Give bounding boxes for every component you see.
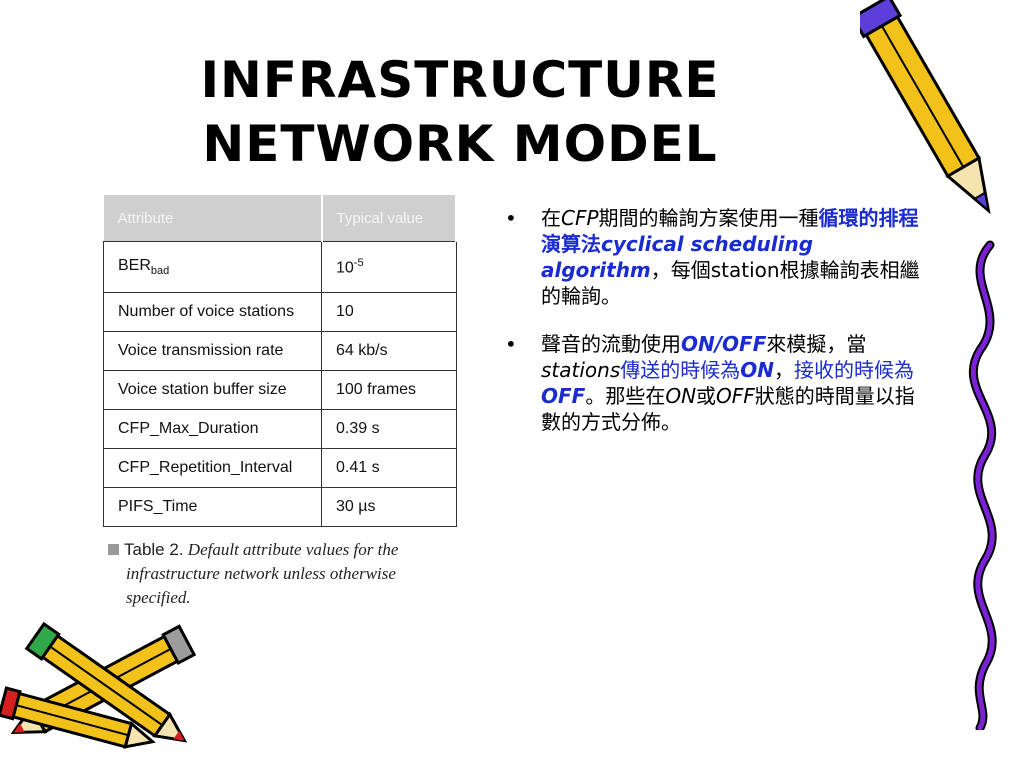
pencil-icon bbox=[860, 0, 991, 215]
bullet-dot-icon: • bbox=[505, 332, 517, 356]
title-line-2: NETWORK MODEL bbox=[202, 115, 718, 173]
table-cell-attribute: CFP_Max_Duration bbox=[103, 409, 322, 449]
table-row: Voice transmission rate 64 kb/s bbox=[103, 331, 457, 371]
caption-square-icon bbox=[108, 544, 119, 555]
caption-line-2: infrastructure network unless otherwise bbox=[126, 564, 396, 583]
table-cell-attribute: Voice transmission rate bbox=[103, 331, 322, 371]
attribute-table: Attribute Typical value BERbad 10-5 Numb… bbox=[103, 195, 457, 527]
bullet-list: • 在CFP期間的輪詢方案使用一種循環的排程演算法cyclical schedu… bbox=[505, 205, 925, 457]
table-row: CFP_Max_Duration 0.39 s bbox=[103, 409, 457, 449]
table-cell-attribute: Voice station buffer size bbox=[103, 370, 322, 410]
caption-label: Table 2. bbox=[124, 540, 184, 559]
table-row: BERbad 10-5 bbox=[103, 241, 457, 293]
table-cell-attribute: CFP_Repetition_Interval bbox=[103, 448, 322, 488]
table-cell-attribute: Number of voice stations bbox=[103, 292, 322, 332]
table-cell-value: 100 frames bbox=[321, 370, 457, 410]
table-cell-attribute: BERbad bbox=[103, 241, 322, 293]
table-cell-value: 30 µs bbox=[321, 487, 457, 527]
table-cell-value: 64 kb/s bbox=[321, 331, 457, 371]
title-line-1: INFRASTRUCTURE bbox=[200, 51, 720, 109]
bullet-item-2: • 聲音的流動使用ON/OFF來模擬，當stations傳送的時候為ON，接收的… bbox=[505, 332, 915, 434]
table-header-row: Attribute Typical value bbox=[103, 195, 457, 242]
table-row: Voice station buffer size 100 frames bbox=[103, 370, 457, 410]
slide-title: INFRASTRUCTURE NETWORK MODEL bbox=[130, 48, 790, 176]
caption-line-1: Default attribute values for the bbox=[187, 540, 399, 559]
table-cell-attribute: PIFS_Time bbox=[103, 487, 322, 527]
table-cell-value: 0.41 s bbox=[321, 448, 457, 488]
table-row: CFP_Repetition_Interval 0.41 s bbox=[103, 448, 457, 488]
squiggle-line-icon bbox=[969, 240, 997, 730]
caption-line-3: specified. bbox=[126, 588, 191, 607]
header-typical-value: Typical value bbox=[321, 195, 457, 242]
table-cell-value: 10-5 bbox=[321, 241, 457, 293]
table-row: Number of voice stations 10 bbox=[103, 292, 457, 332]
table-cell-value: 0.39 s bbox=[321, 409, 457, 449]
table-row: PIFS_Time 30 µs bbox=[103, 487, 457, 527]
table-cell-value: 10 bbox=[321, 292, 457, 332]
header-attribute: Attribute bbox=[103, 195, 323, 242]
table-caption: Table 2. Default attribute values for th… bbox=[108, 538, 468, 610]
bullet-dot-icon: • bbox=[505, 206, 517, 230]
crossed-pencils-icon bbox=[0, 621, 197, 749]
bullet-item-1: • 在CFP期間的輪詢方案使用一種循環的排程演算法cyclical schedu… bbox=[505, 206, 920, 308]
